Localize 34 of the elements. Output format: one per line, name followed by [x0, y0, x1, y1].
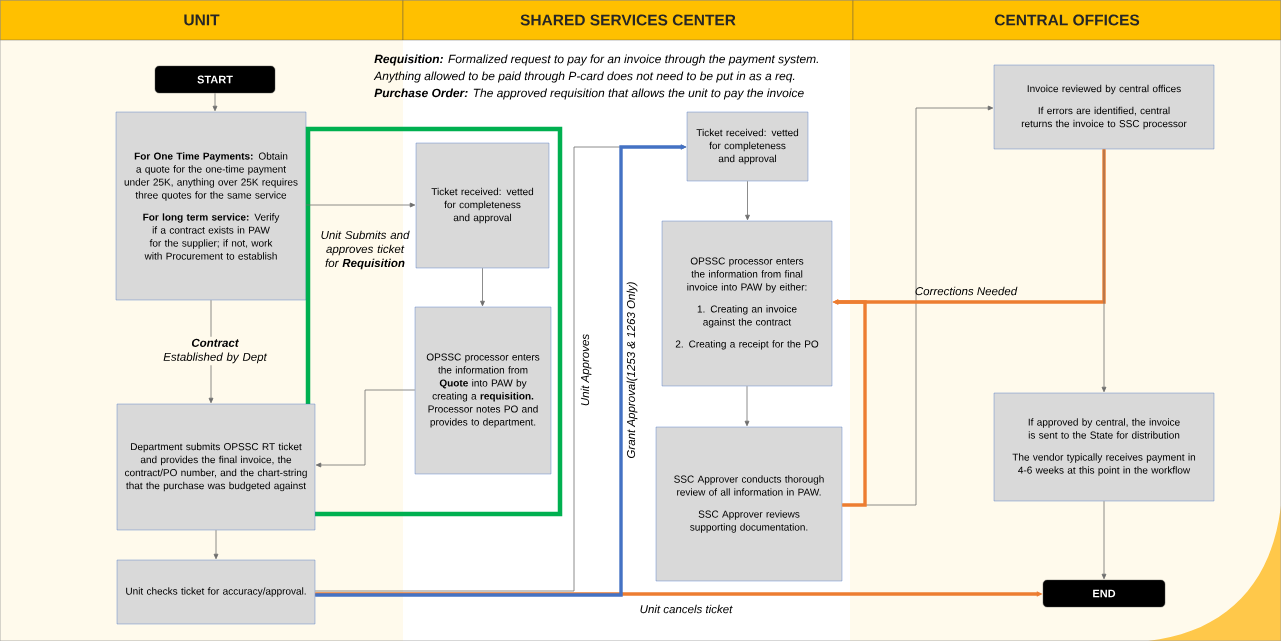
process-box: OPSSC processor enters the information from final invoice into PAW by either: 1. Creating an invoice against the contract 2. Creating a receipt for the PO [661, 220, 833, 387]
highlight-frame [305, 126, 563, 517]
process-box: Invoice reviewed by central offices If errors are identified, central returns the invoice to SSC processor [993, 64, 1215, 150]
lane-header: CENTRAL OFFICES [852, 0, 1281, 41]
arrow [1101, 500, 1107, 580]
arrow [315, 389, 416, 468]
arrow [212, 92, 218, 112]
process-box: Unit checks ticket for accuracy/approval. [116, 559, 316, 625]
start-terminal: START [154, 65, 276, 94]
process-box: OPSSC processor enters the information from Quote into PAW by creating a requisition. Processor notes PO and provides to department. [414, 306, 552, 475]
arrow [744, 385, 750, 427]
edge-label: Grant Approval(1253 & 1263 Only) [626, 282, 638, 458]
arrow [305, 202, 416, 208]
process-box: Ticket received: vetted for completeness and approval [686, 111, 809, 182]
process-box: If approved by central, the invoice is sent to the State for distribution The vendor typically receives payment in 4-6 weeks at this point in the workflow [993, 392, 1215, 502]
process-box: Ticket received: vetted for completeness and approval [415, 142, 550, 269]
process-box: Department submits OPSSC RT ticket and provides the final invoice, the contract/PO number, and the chart-string that the purchase was budgeted against [116, 403, 316, 531]
process-box: SSC Approver conducts thorough review of all information in PAW. SSC Approver reviews supporting documentation. [655, 426, 843, 582]
definition-text: Requisition: Formalized request to pay for an invoice through the payment system. [374, 54, 818, 66]
edge-label: Corrections Needed [915, 286, 1018, 296]
definition-text: Anything allowed to be paid through P-card does not need to be put in as a req. [373, 71, 795, 83]
lane-header: SHARED SERVICES CENTER [402, 0, 854, 41]
arrow [1101, 148, 1107, 393]
definition-text: Purchase Order: The approved requisition that allows the unit to pay the invoice [374, 88, 804, 100]
arrow [480, 267, 485, 307]
arrow [213, 529, 219, 560]
end-terminal: END [1042, 579, 1166, 608]
arrow [745, 180, 750, 221]
edge-label: Contract Established by Dept [154, 336, 276, 366]
process-box: For One Time Payments: Obtain a quote for the one-time payment under 25K, anything over 25K requires three quotes for the same service For long term service: Verify if a contract exists in PAW for the supplier; if not, work with Procurement to establish [115, 111, 307, 301]
edge-label: Unit Approves [580, 334, 592, 406]
edge-label: Unit Submits and approves ticket for Requisition [321, 230, 410, 270]
edge-label: Unit cancels ticket [640, 604, 733, 614]
lane-header: UNIT [0, 0, 404, 41]
